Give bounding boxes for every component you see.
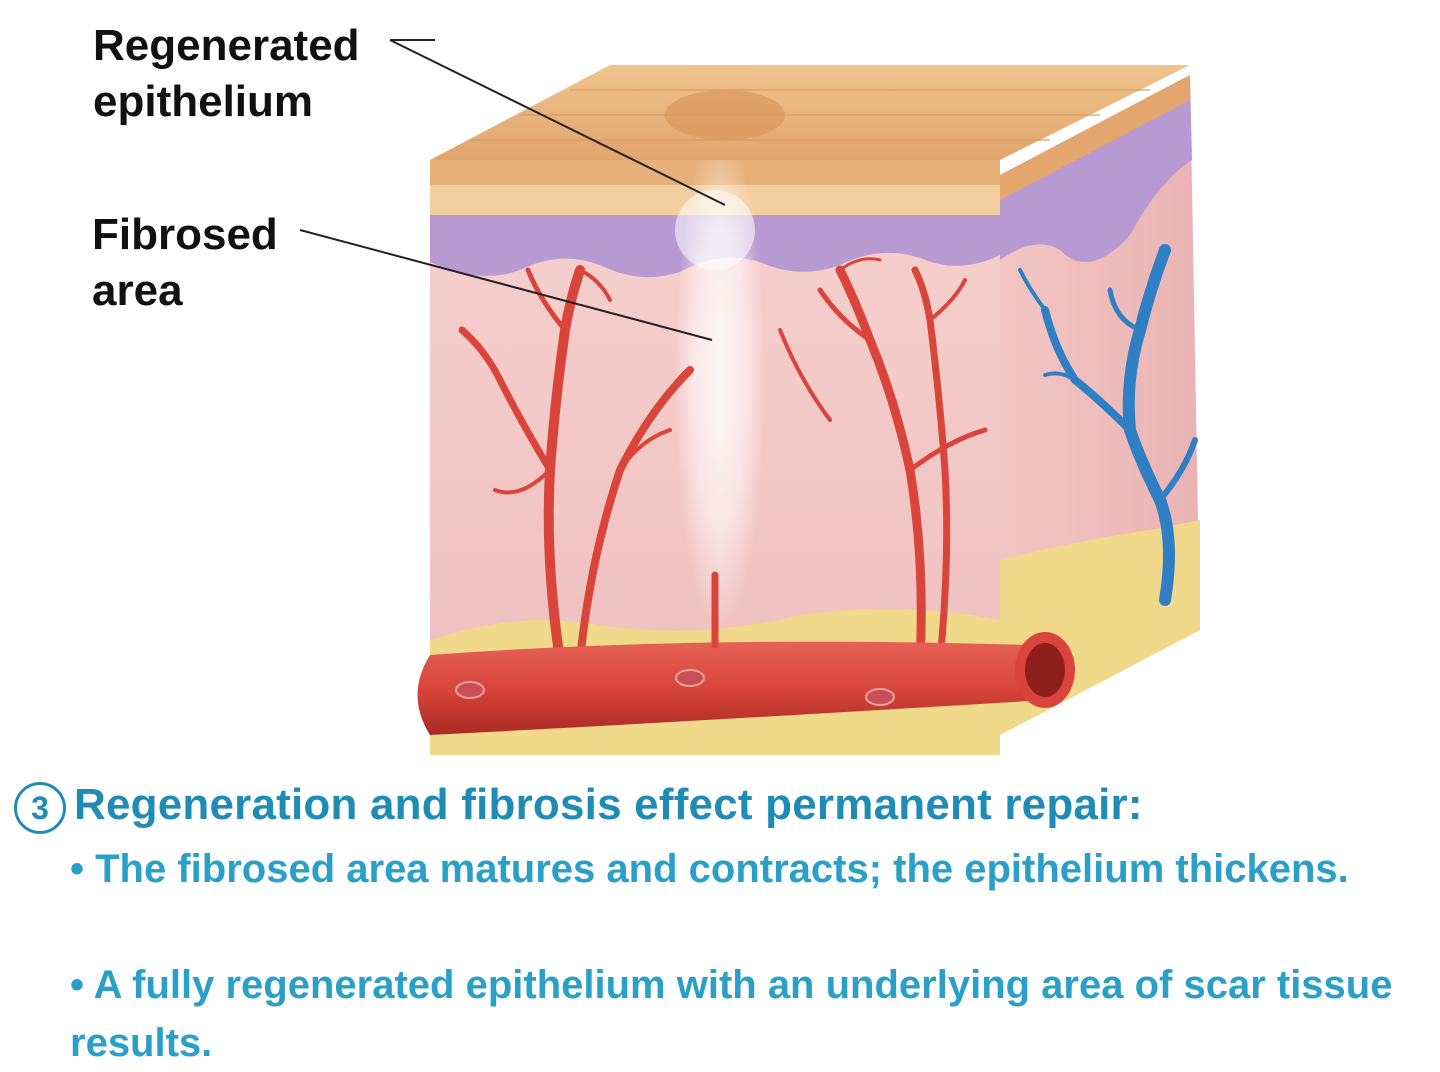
leader-line-regenerated-epithelium [389, 39, 726, 206]
label-regenerated-line2: epithelium [93, 77, 314, 126]
caption-step-row: 3 Regeneration and fibrosis effect perma… [14, 778, 1434, 840]
arterial-branches [458, 257, 988, 665]
label-fibrosed-area: Fibrosed area [92, 207, 278, 319]
caption-heading: Regeneration and fibrosis effect permane… [74, 780, 1143, 829]
label-fibrosed-line2: area [92, 266, 183, 315]
label-fibrosed-line1: Fibrosed [92, 210, 278, 259]
venous-branches [1018, 244, 1198, 606]
caption-bullet-1: • The fibrosed area matures and contract… [70, 847, 1349, 891]
step-number-badge: 3 [14, 782, 66, 834]
main-artery [417, 571, 1075, 735]
leader-line-fibrosed-area [299, 229, 713, 341]
label-regenerated-line1: Regenerated [93, 21, 360, 70]
label-regenerated-epithelium: Regenerated epithelium [93, 18, 360, 130]
block-top-face [430, 65, 1190, 160]
caption-bullet-2: • A fully regenerated epithelium with an… [70, 963, 1393, 1065]
